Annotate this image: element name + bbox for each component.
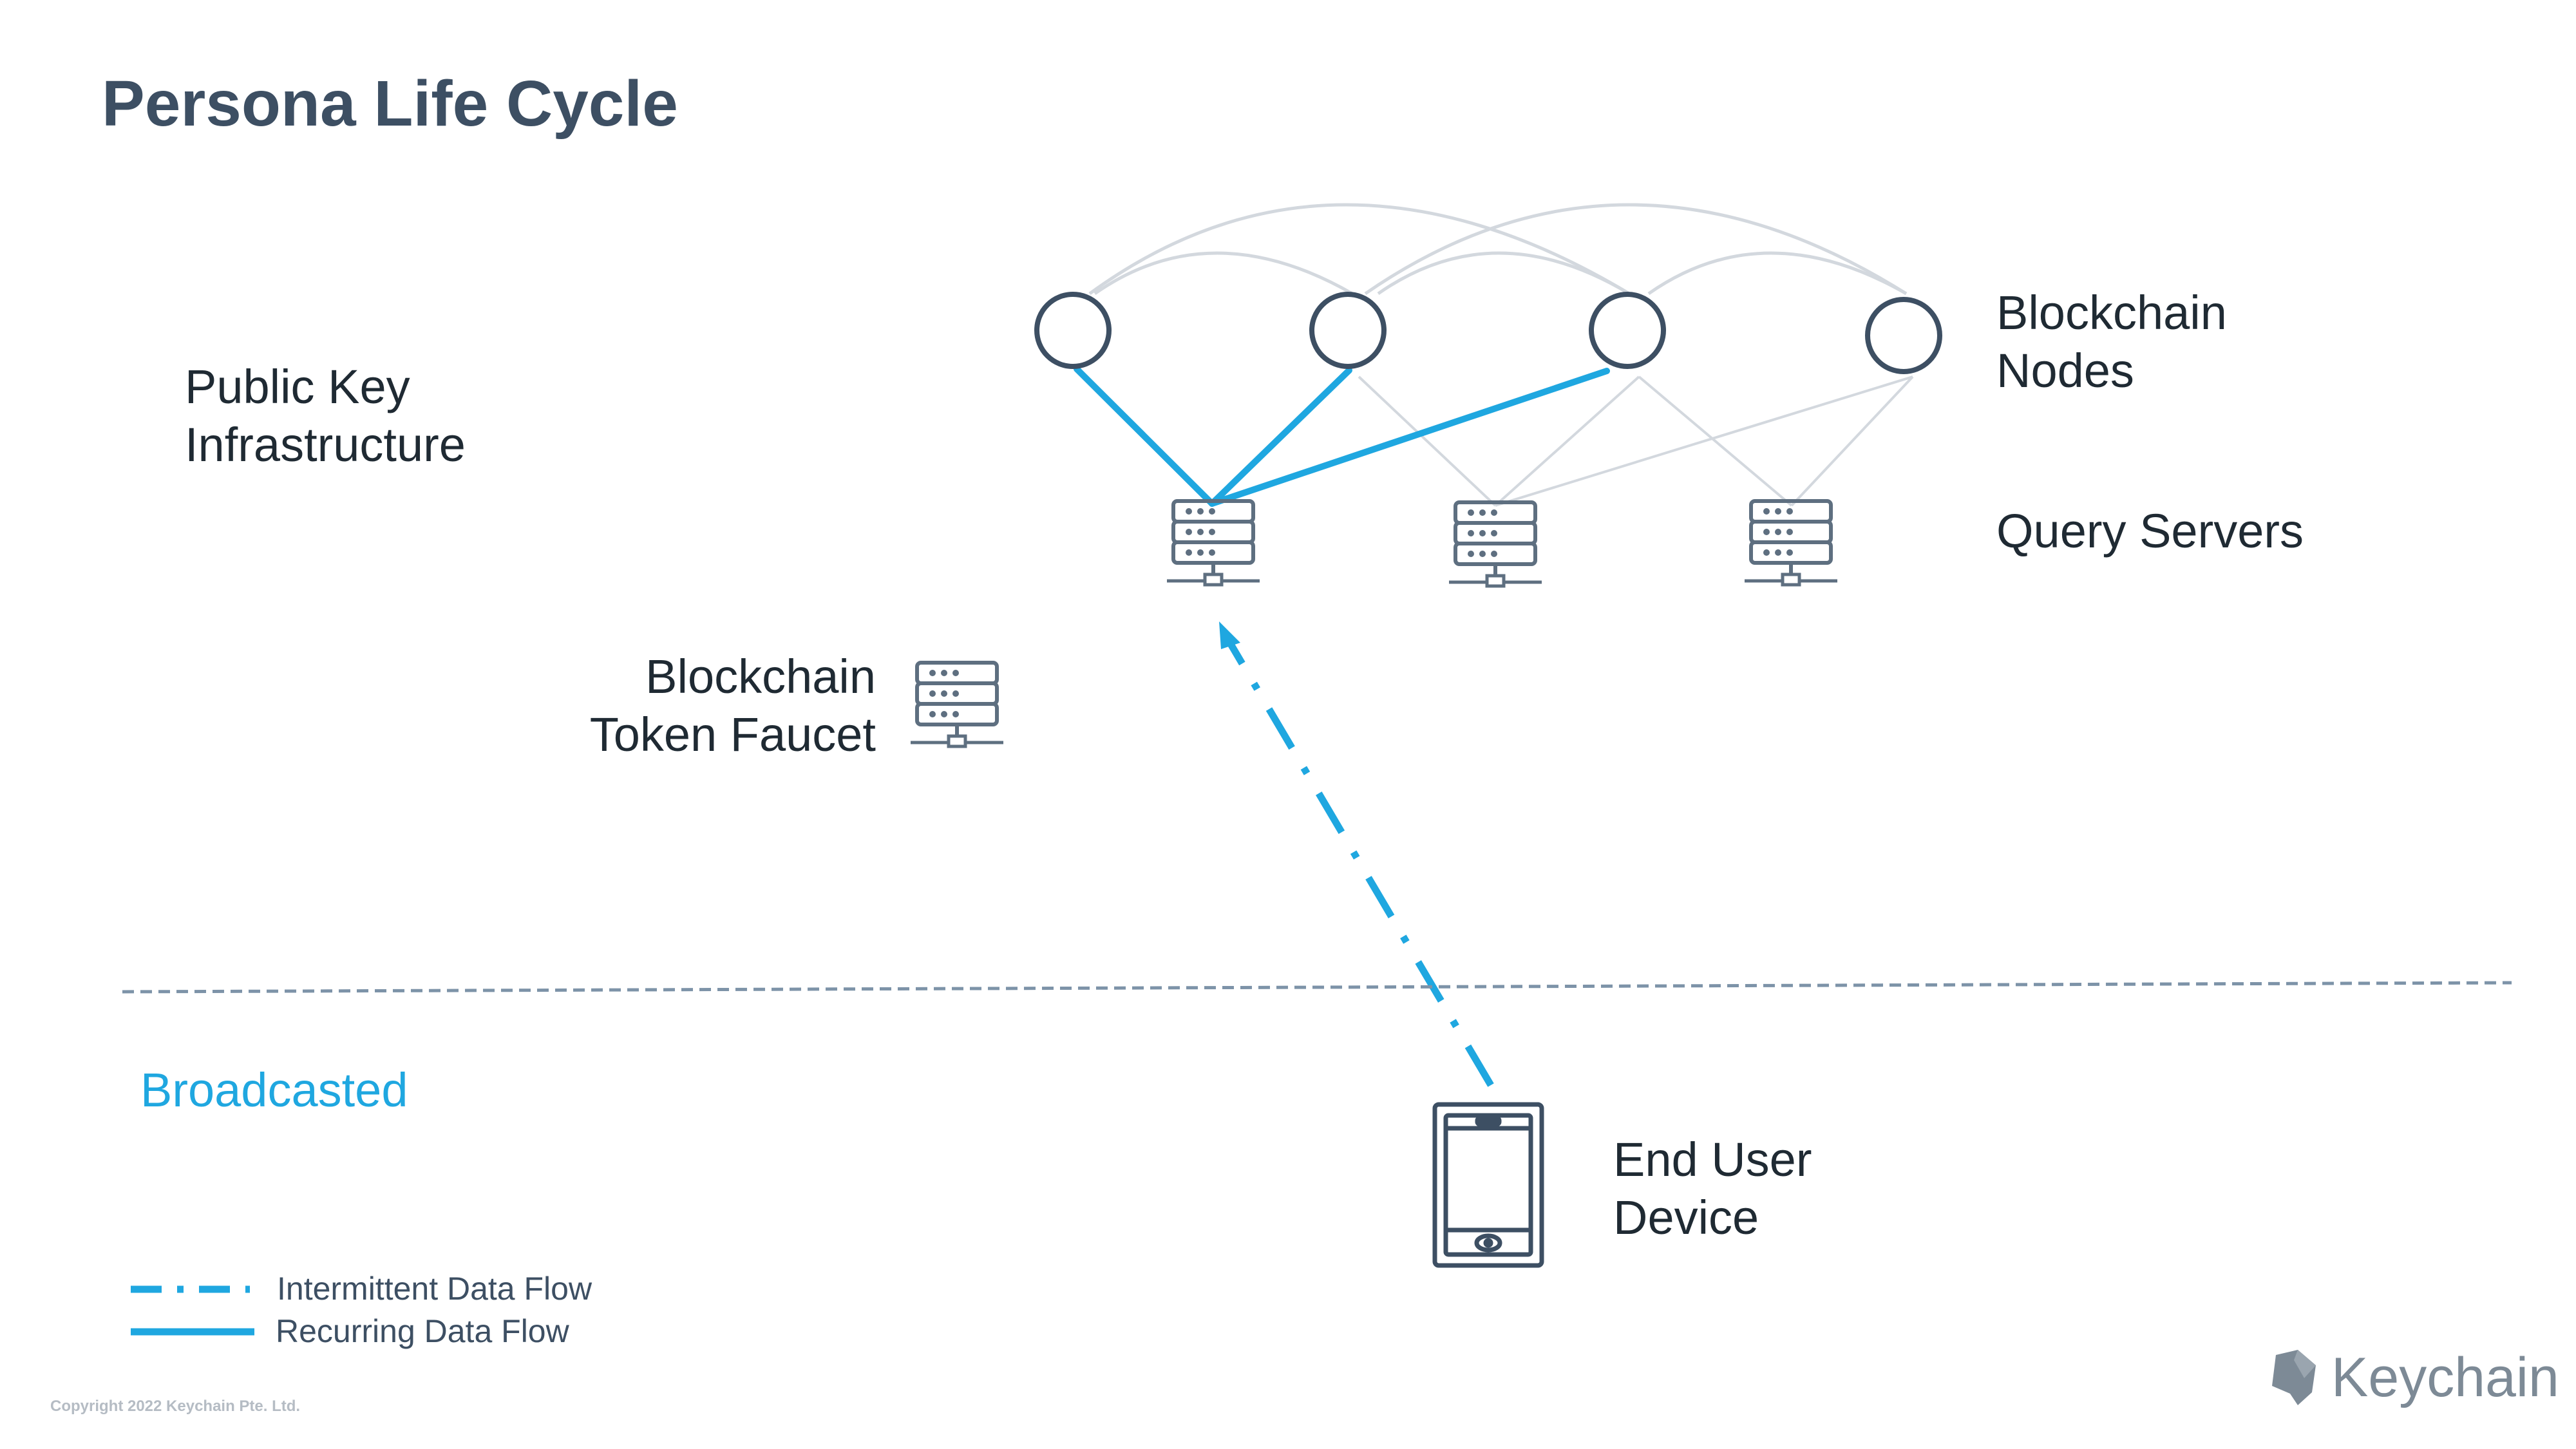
- page-title: Persona Life Cycle: [102, 68, 678, 140]
- legend-recurring-label: Recurring Data Flow: [276, 1313, 569, 1349]
- intermittent-flow-arrow: [1219, 621, 1494, 1087]
- legend-intermittent-label: Intermittent Data Flow: [277, 1271, 592, 1307]
- faucet-line-1: Blockchain: [645, 650, 876, 703]
- mobile-device-icon: [1432, 1102, 1544, 1268]
- label-blockchain-nodes: Blockchain Nodes: [1996, 284, 2227, 400]
- faucet-line-2: Token Faucet: [589, 708, 876, 761]
- label-query-servers: Query Servers: [1996, 504, 2304, 558]
- brand-name: Keychain: [2331, 1347, 2559, 1408]
- keychain-logo-icon: [2272, 1350, 2316, 1405]
- node-icon-2: [1309, 292, 1387, 369]
- pki-line-2: Infrastructure: [185, 418, 466, 471]
- nodes-line-1: Blockchain: [1996, 286, 2227, 339]
- node-icon-3: [1589, 292, 1666, 369]
- device-line-1: End User: [1613, 1133, 1812, 1186]
- blockchain-nodes: [1034, 292, 1942, 374]
- copyright-text: Copyright 2022 Keychain Pte. Ltd.: [50, 1397, 301, 1415]
- server-icon-faucet: [911, 663, 1003, 746]
- label-broadcasted: Broadcasted: [140, 1063, 408, 1117]
- node-icon-4: [1865, 297, 1942, 374]
- server-icon-query-2: [1449, 502, 1542, 586]
- pki-line-1: Public Key: [185, 360, 410, 413]
- label-end-user-device: End User Device: [1613, 1131, 1812, 1247]
- device-line-2: Device: [1613, 1191, 1759, 1244]
- server-icon-query-3: [1745, 501, 1837, 585]
- node-server-mesh: [1358, 375, 1914, 507]
- broadcast-divider: [122, 981, 2512, 994]
- node-mesh-arcs: [1088, 203, 1908, 296]
- label-token-faucet: Blockchain Token Faucet: [554, 648, 876, 764]
- node-icon-1: [1034, 292, 1112, 369]
- label-public-key-infrastructure: Public Key Infrastructure: [185, 358, 466, 474]
- server-icon-query-1: [1167, 501, 1260, 585]
- nodes-line-2: Nodes: [1996, 344, 2134, 397]
- recurring-flow-lines: [1074, 366, 1610, 507]
